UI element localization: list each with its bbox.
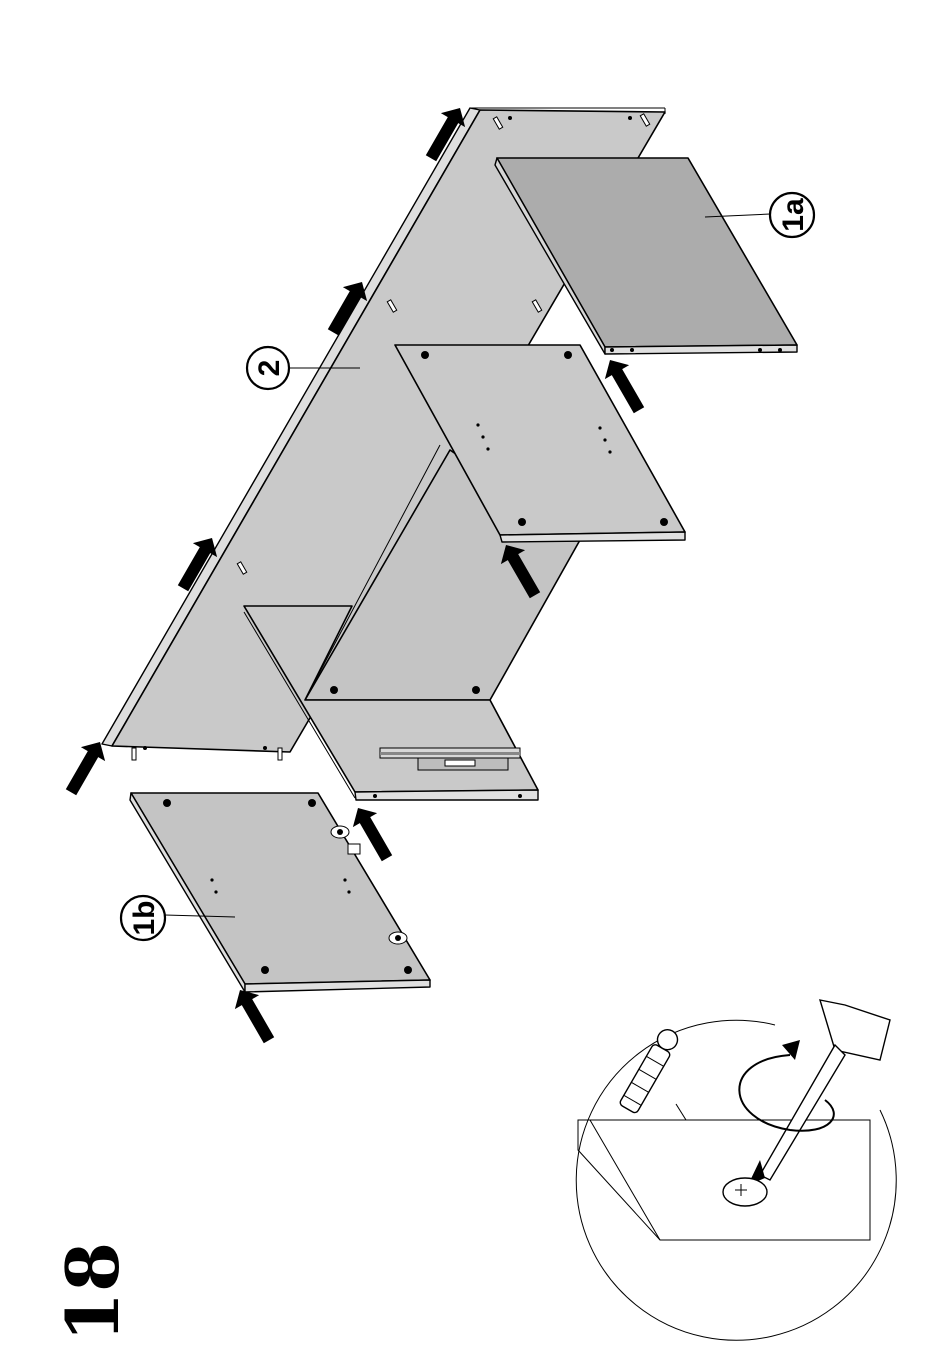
part-1a-label: 1a <box>777 198 810 232</box>
screw-connector <box>619 1026 681 1114</box>
press-arrow-icon <box>228 983 281 1047</box>
part-2-label: 2 <box>253 360 286 377</box>
label-bubble-part-1b: 1b <box>121 896 165 940</box>
shelf-part-1b <box>130 793 430 992</box>
detail-inset <box>576 1000 896 1340</box>
part-1b-label: 1b <box>128 900 161 935</box>
step-number: 18 <box>50 1242 135 1342</box>
label-bubble-part-1a: 1a <box>770 193 814 237</box>
screwdriver-icon <box>748 1000 890 1185</box>
